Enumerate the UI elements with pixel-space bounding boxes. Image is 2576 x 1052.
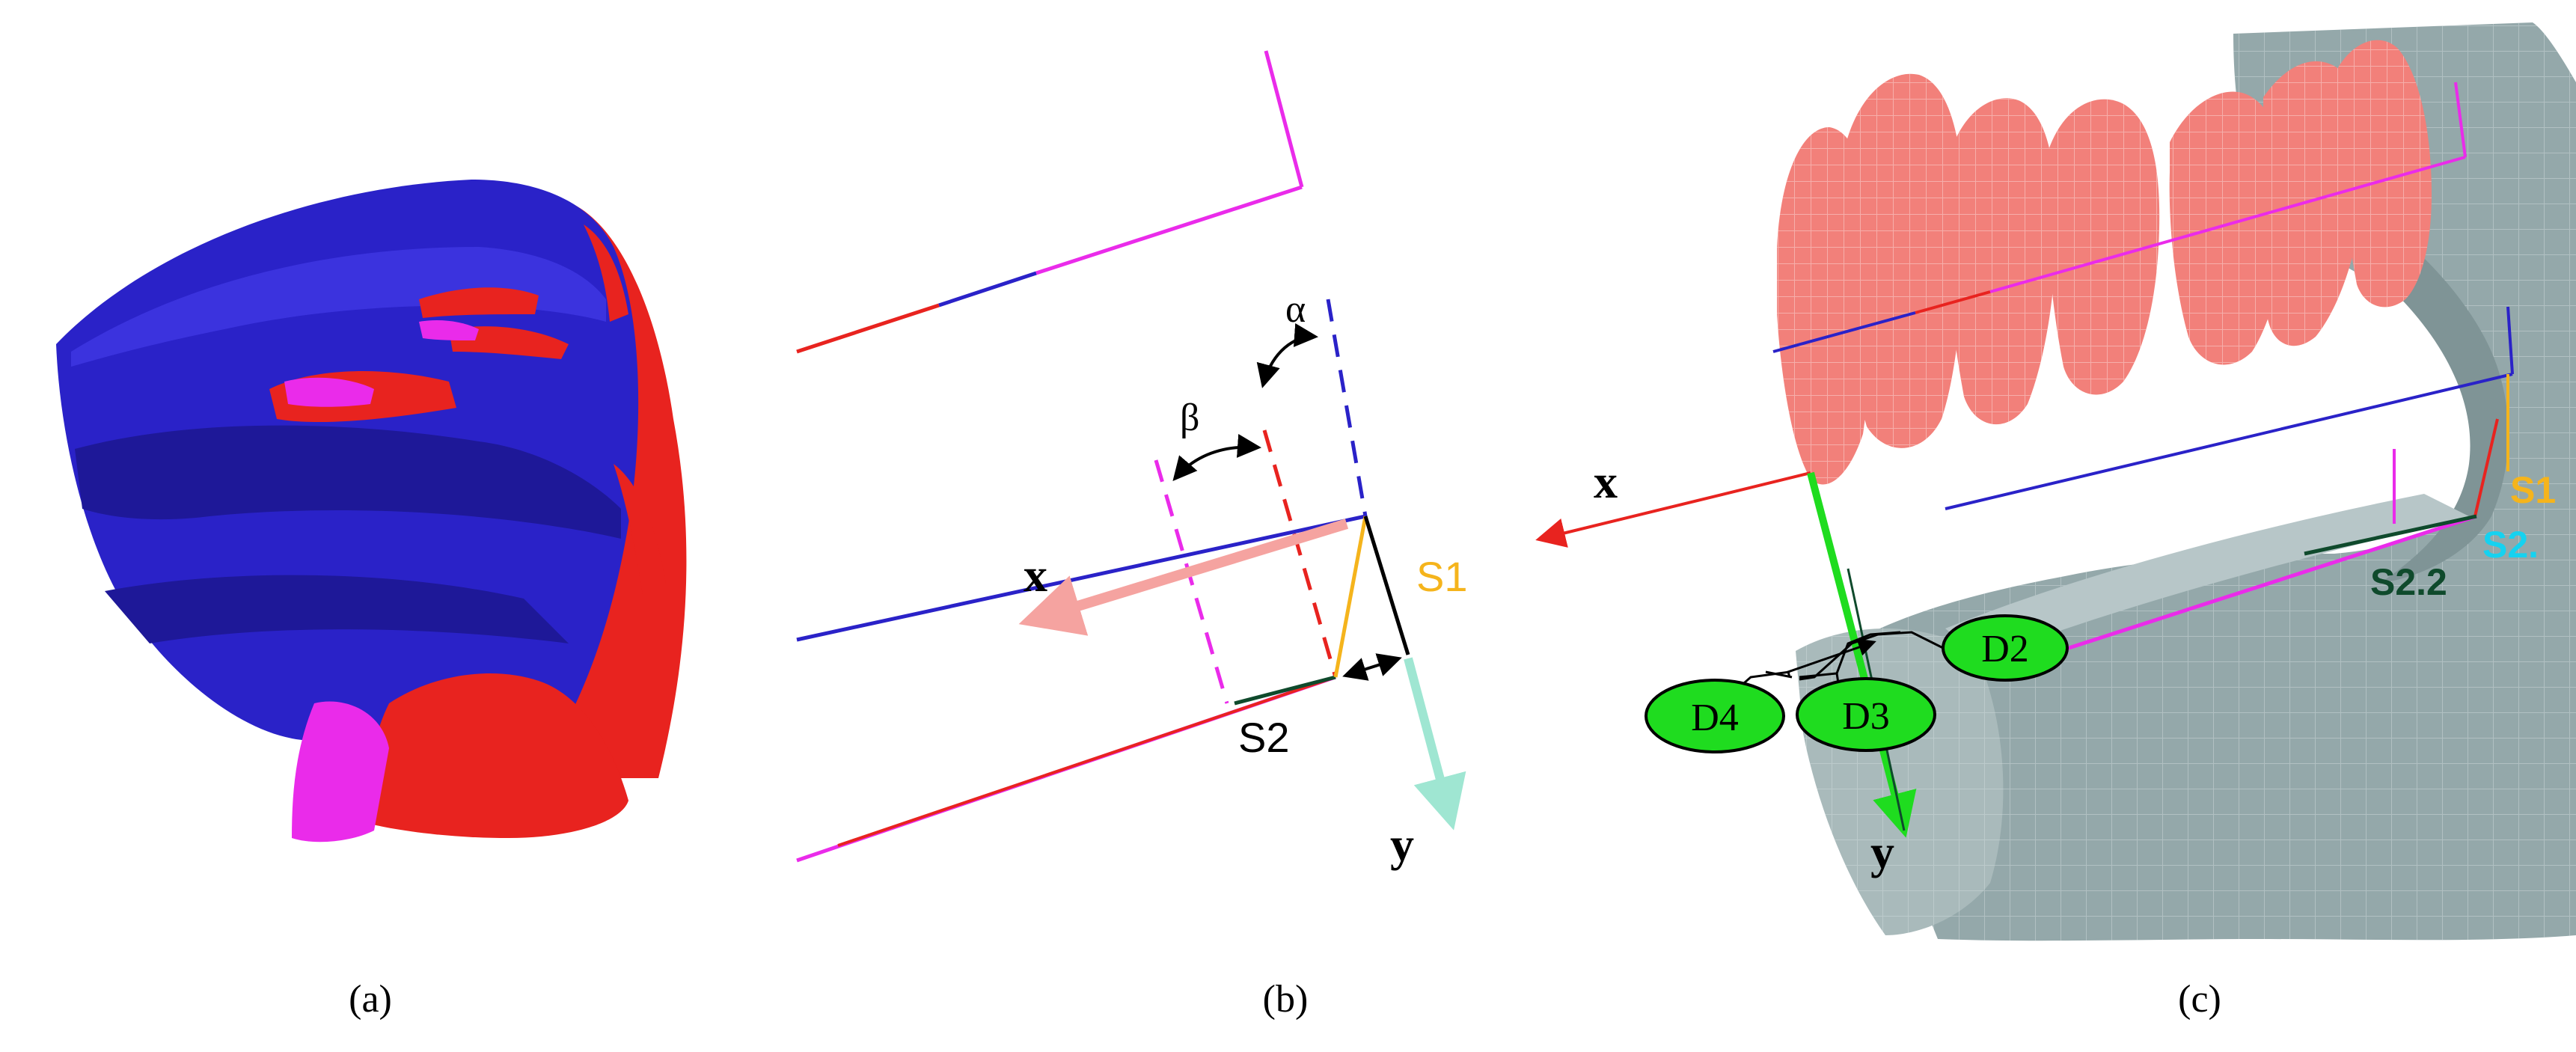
panel-a: (a) — [56, 180, 687, 1021]
panel-b: α β x y S1 S2 (b) — [796, 50, 1468, 1021]
lower-red-line — [837, 676, 1336, 847]
alpha-label: α — [1285, 288, 1306, 331]
red-reference-dashed — [1262, 429, 1338, 678]
s1-segment — [1333, 516, 1368, 678]
alpha-reference-dashed — [1326, 299, 1368, 517]
callout-leaders — [1720, 631, 1950, 708]
beta-reference-dashed — [1154, 459, 1229, 704]
callout-d2-label: D2 — [1981, 628, 2029, 670]
vector-triangle-side — [1363, 516, 1410, 655]
upper-model-bracket — [1772, 82, 2467, 353]
panel-b-caption: (b) — [1263, 978, 1309, 1021]
model-s2-label: S2. — [2482, 524, 2539, 566]
model-y-axis-label: y — [1870, 825, 1894, 878]
upper-reference-bracket — [796, 50, 1304, 354]
alpha-arc-double-arrow-icon — [1256, 323, 1318, 388]
model-s22-label: S2.2 — [2370, 561, 2447, 603]
callout-d4: D4 — [1645, 679, 1785, 753]
panel-a-caption: (a) — [349, 978, 392, 1021]
callout-d2: D2 — [1942, 614, 2069, 682]
x-axis-line — [796, 514, 1366, 642]
s1-label: S1 — [1416, 553, 1468, 600]
callout-d3: D3 — [1796, 677, 1936, 752]
callout-d3-label: D3 — [1842, 695, 1890, 738]
x-axis-label: x — [1024, 548, 1047, 602]
lower-dark-line — [1234, 675, 1336, 706]
beta-label: β — [1180, 397, 1199, 439]
model-s1-label: S1 — [2510, 469, 2556, 511]
model-x-axis-arrow — [1535, 471, 1811, 548]
panel-c: D2 D3 D4 x y S1 S2. S2.2 (c) — [1535, 22, 2576, 1021]
model-x-axis-label: x — [1594, 455, 1618, 508]
y-axis-label: y — [1390, 818, 1414, 871]
s2-label: S2 — [1238, 714, 1290, 761]
panel-c-caption: (c) — [2178, 978, 2221, 1021]
jaw-scan-mesh — [56, 180, 687, 842]
s2-double-arrow — [1342, 653, 1402, 681]
beta-arc-double-arrow-icon — [1172, 434, 1261, 482]
y-direction-arrow — [1404, 657, 1466, 831]
upper-teeth-model — [1777, 40, 2432, 485]
lower-model-bracket — [1945, 306, 2514, 676]
x-direction-arrow — [1018, 519, 1349, 636]
callout-d4-label: D4 — [1691, 697, 1739, 739]
